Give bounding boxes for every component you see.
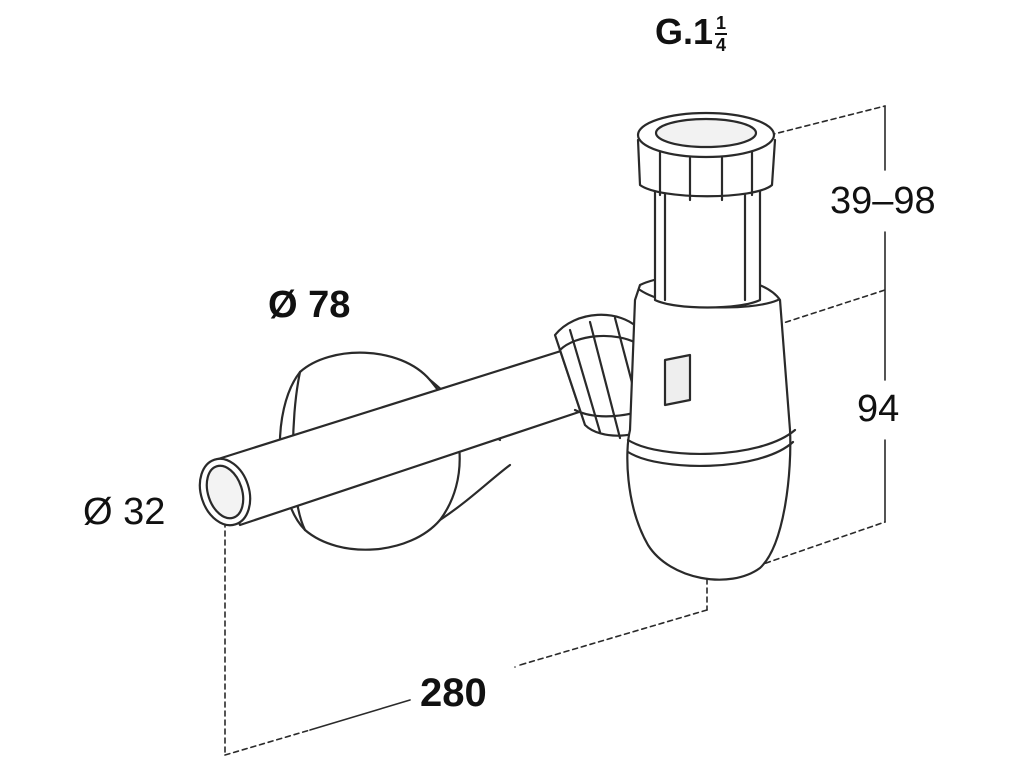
thread-size-denominator: 4	[716, 35, 727, 55]
height-range-label: 39–98	[830, 180, 936, 222]
top-nut	[636, 111, 777, 202]
depth-label: 94	[857, 388, 900, 430]
trap-body	[626, 274, 797, 581]
tailpiece	[653, 183, 762, 309]
rosette-diameter-label: Ø 78	[268, 284, 351, 326]
thread-size-numerator: 1	[716, 13, 727, 33]
thread-size-prefix: G.1	[655, 11, 714, 52]
pipe-diameter-label: Ø 32	[83, 491, 166, 533]
length-label: 280	[420, 671, 487, 715]
dimension-bars	[309, 105, 886, 731]
